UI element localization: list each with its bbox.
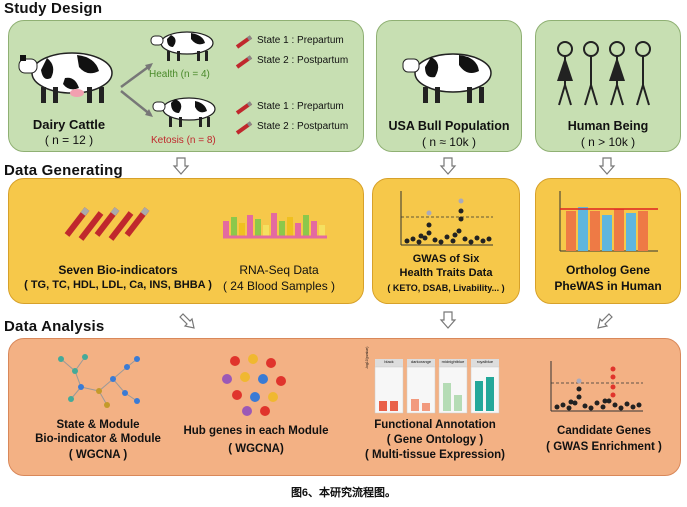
usa-bull-count: ( n ≈ 10k )	[422, 135, 476, 149]
down-arrow-icon	[172, 157, 190, 175]
human-count: ( n > 10k )	[580, 135, 636, 149]
candidate-genes-title: Candidate Genes	[557, 425, 651, 437]
ketosis-label: Ketosis (n = 8)	[151, 135, 216, 146]
section-title-study-design: Study Design	[4, 0, 103, 17]
ketosis-cow-icon	[152, 97, 216, 127]
diagonal-arrow-icon	[179, 313, 195, 329]
mini-tab-1: darkorange	[410, 359, 432, 364]
blood-tube-icon	[235, 55, 253, 69]
bio-indicators-title: Seven Bio-indicators	[58, 263, 178, 277]
hub-genes-icon	[222, 354, 286, 416]
down-arrow-icon	[439, 311, 457, 329]
mini-tab-2: midnightblue	[441, 359, 465, 364]
health-label: Health (n = 4)	[149, 69, 210, 80]
ortholog-box: Ortholog Gene PheWAS in Human	[535, 178, 681, 304]
annotation-bars	[374, 359, 500, 414]
bio-indicators-list: ( TG, TC, HDL, LDL, Ca, INS, BHBA )	[24, 279, 212, 291]
wgcna-line3: ( WGCNA )	[68, 449, 128, 461]
dairy-cattle-box: Dairy Cattle ( n = 12 ) Health (n = 4) K…	[8, 20, 364, 152]
wgcna-line1: State & Module	[56, 419, 140, 431]
ketosis-state2: State 2 : Postpartum	[257, 121, 349, 132]
blood-tubes-icon	[64, 207, 150, 241]
section-title-data-analysis: Data Analysis	[4, 318, 105, 335]
mini-tab-3: royalblue	[476, 359, 494, 364]
gwas-manhattan-plot	[400, 191, 493, 246]
gwas-traits-list: ( KETO, DSAB, Livability... )	[387, 283, 505, 293]
candidate-genes-method: ( GWAS Enrichment )	[546, 441, 662, 453]
human-label: Human Being	[567, 119, 649, 133]
dairy-cattle-count: ( n = 12 )	[44, 133, 94, 147]
gwas-title1: GWAS of Six	[412, 253, 480, 265]
human-figures-icon	[557, 41, 651, 106]
gwas-title2: Health Traits Data	[399, 267, 493, 279]
annotation-mini-chart: -log10(pvalue) black darkorange midnight…	[365, 347, 500, 414]
dairy-cow-icon	[18, 52, 113, 103]
figure-caption: 图6、本研究流程图。	[290, 487, 397, 499]
ortholog-title1: Ortholog Gene	[566, 263, 650, 277]
diagonal-arrow-icon	[597, 313, 613, 329]
down-arrow-icon	[439, 157, 457, 175]
gene-ontology-label: ( Gene Ontology )	[386, 434, 484, 446]
blood-tube-icon	[235, 121, 253, 135]
mini-tab-0: black	[384, 359, 394, 364]
health-state2: State 2 : Postpartum	[257, 55, 349, 66]
ketosis-state1: State 1 : Prepartum	[257, 101, 344, 112]
human-box: Human Being ( n > 10k )	[535, 20, 681, 152]
health-state1: State 1 : Prepartum	[257, 35, 344, 46]
rna-seq-title: RNA-Seq Data	[239, 263, 319, 277]
dairy-cattle-label: Dairy Cattle	[32, 117, 106, 132]
health-cow-icon	[150, 31, 214, 61]
usa-bull-label: USA Bull Population	[388, 119, 510, 133]
multi-tissue-label: ( Multi-tissue Expression)	[365, 449, 505, 461]
phewas-bar-chart	[559, 191, 658, 252]
bio-rna-box: Seven Bio-indicators ( TG, TC, HDL, LDL,…	[8, 178, 364, 304]
bull-icon	[402, 53, 492, 103]
ortholog-title2: PheWAS in Human	[554, 279, 662, 293]
section-title-data-generating: Data Generating	[4, 162, 123, 179]
branch-arrows	[120, 63, 153, 117]
analysis-box: State & Module Bio-indicator & Module ( …	[8, 338, 681, 476]
hub-genes-method: ( WGCNA)	[228, 443, 284, 455]
gwas-box: GWAS of Six Health Traits Data ( KETO, D…	[372, 178, 520, 304]
network-icon	[58, 354, 140, 408]
functional-annotation-title: Functional Annotation	[374, 419, 496, 431]
rna-seq-count: ( 24 Blood Samples )	[222, 279, 336, 293]
wgcna-line2: Bio-indicator & Module	[35, 433, 161, 445]
blood-tube-icon	[235, 35, 253, 49]
hub-genes-title: Hub genes in each Module	[183, 425, 329, 437]
down-arrow-icon	[598, 157, 616, 175]
blood-tube-icon	[235, 101, 253, 115]
rna-seq-icon	[223, 213, 327, 239]
candidate-manhattan-plot	[550, 361, 643, 412]
usa-bull-box: USA Bull Population ( n ≈ 10k )	[376, 20, 522, 152]
